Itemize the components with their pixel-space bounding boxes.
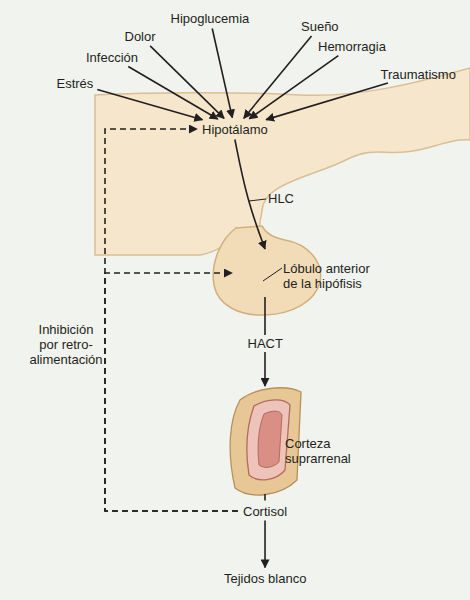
node-text: Lóbulo anterior de la hipófisis bbox=[283, 261, 387, 291]
connector-arrow bbox=[212, 28, 232, 117]
stimulus-label: Estrés bbox=[55, 75, 96, 92]
stimulus-label: Infección bbox=[84, 49, 140, 66]
stimulus-label: Hemorragia bbox=[316, 38, 388, 55]
node-text: Hipoglucemia bbox=[171, 11, 250, 26]
connector-arrow bbox=[244, 36, 312, 118]
node-text: Corteza suprarrenal bbox=[285, 436, 363, 466]
leader-line bbox=[263, 268, 282, 281]
hormone-label: Cortisol bbox=[241, 503, 289, 520]
node-text: Hemorragia bbox=[318, 39, 386, 54]
node-text: Traumatismo bbox=[381, 67, 456, 82]
stimulus-label: Dolor bbox=[123, 28, 158, 45]
target-label: Tejidos blanco bbox=[222, 570, 308, 587]
annotation-label: Inhibición por retro-alimentación bbox=[28, 322, 104, 367]
connector-arrow bbox=[235, 140, 265, 250]
node-text: Dolor bbox=[125, 29, 156, 44]
adrenal-core bbox=[258, 411, 282, 467]
hormone-label: HACT bbox=[245, 335, 286, 352]
node-text: Estrés bbox=[57, 76, 94, 91]
node-text: Tejidos blanco bbox=[224, 571, 306, 586]
stimulus-label: Hipoglucemia bbox=[169, 10, 252, 27]
connector-arrow bbox=[264, 521, 266, 568]
adrenal-medulla bbox=[247, 400, 290, 480]
adrenal-region: Corteza suprarrenal bbox=[243, 388, 287, 493]
connector-arrow bbox=[264, 494, 266, 501]
node-text: Cortisol bbox=[243, 504, 287, 519]
leader-line bbox=[249, 199, 266, 201]
feedback-arrow bbox=[105, 129, 238, 511]
node-text: Hipotálamo bbox=[202, 122, 268, 137]
hormone-label: HLC bbox=[268, 191, 294, 206]
connector-arrow bbox=[97, 89, 202, 119]
node-text: Infección bbox=[86, 50, 138, 65]
stimulus-label: Sueño bbox=[299, 18, 341, 35]
stimulus-label: Traumatismo bbox=[379, 66, 458, 83]
connector-arrow bbox=[266, 83, 388, 120]
hypothalamus-region: Hipotálamo bbox=[200, 121, 270, 138]
node-text: Sueño bbox=[301, 19, 339, 34]
connector-arrow bbox=[249, 56, 338, 119]
feedback-arrow bbox=[105, 273, 238, 511]
pituitary-region: Lóbulo anterior de la hipófisis bbox=[235, 250, 295, 296]
